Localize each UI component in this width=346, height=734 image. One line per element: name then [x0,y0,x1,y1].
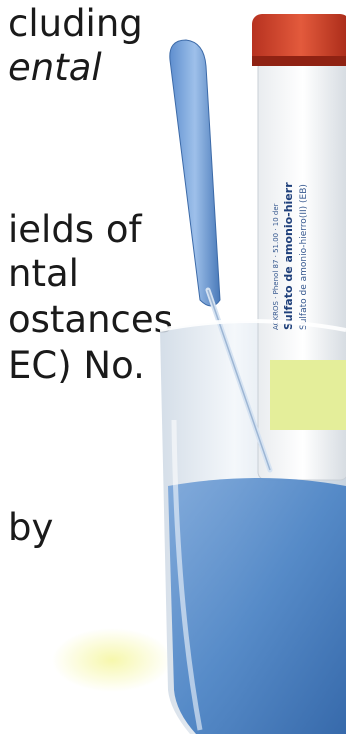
text-line-5: ostances [8,298,173,341]
tube-label-line-2: Sulfato de amonio-hierro(II) (EB) [299,184,309,330]
text-line-2: ental [8,46,102,89]
cup-rim [159,319,346,332]
tube-label-line-3: ACKROS · Phenol 87 · 51.00 · 10 der [272,203,280,330]
text-line-3: ields of [8,208,142,251]
text-line-4: ntal [8,252,79,295]
text-line-7: by [8,506,54,549]
blue-liquid [168,478,346,734]
tube-label-line-1: Sulfato de amonio-hierr [282,182,295,330]
test-tube: Sulfato de amonio-hierr Sulfato de amoni… [252,14,346,481]
tube-cap [252,14,346,66]
pipette [169,39,273,473]
tube-label-band [270,360,346,430]
text-line-1: cluding [8,2,143,45]
text-line-6: EC) No. [8,344,145,387]
yellow-glow [52,628,172,692]
